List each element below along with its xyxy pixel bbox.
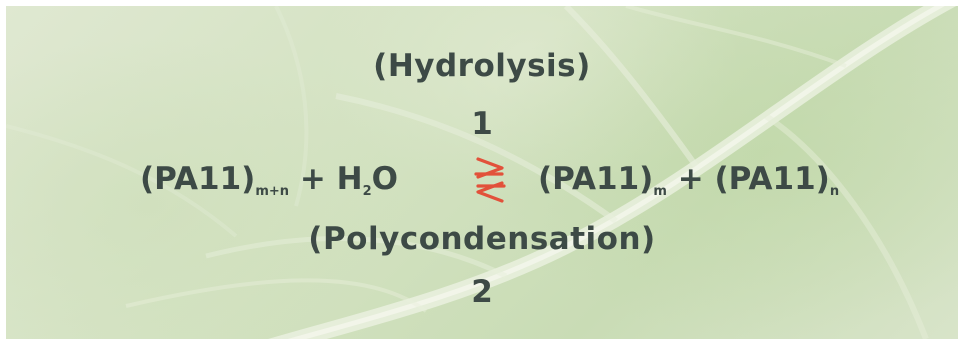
polycondensation-label: (Polycondensation) xyxy=(308,221,656,257)
equilibrium-arrows-icon xyxy=(474,157,506,203)
subscript-m-plus-n: m+n xyxy=(255,184,290,199)
equation-left-side: (PA11)m+n + H2O xyxy=(140,161,398,199)
water-h: H xyxy=(336,161,363,197)
hydrolysis-label: (Hydrolysis) xyxy=(373,48,591,84)
reaction-number-1: 1 xyxy=(471,106,493,142)
subscript-n: n xyxy=(829,184,840,199)
subscript-2: 2 xyxy=(362,184,372,199)
reaction-number-2: 2 xyxy=(471,274,493,310)
plus-sign: + xyxy=(299,161,326,197)
diagram-panel: (Hydrolysis) 1 (PA11)m+n + H2O (PA11)m +… xyxy=(6,6,958,339)
plus-sign: + xyxy=(677,161,704,197)
water-o: O xyxy=(371,161,398,197)
product-pa11-m: (PA11) xyxy=(538,161,654,197)
reactant-pa11-mn: (PA11) xyxy=(140,161,256,197)
product-pa11-n: (PA11) xyxy=(714,161,830,197)
leaf-background xyxy=(6,6,957,339)
subscript-m: m xyxy=(653,184,667,199)
equation-right-side: (PA11)m + (PA11)n xyxy=(538,161,840,199)
